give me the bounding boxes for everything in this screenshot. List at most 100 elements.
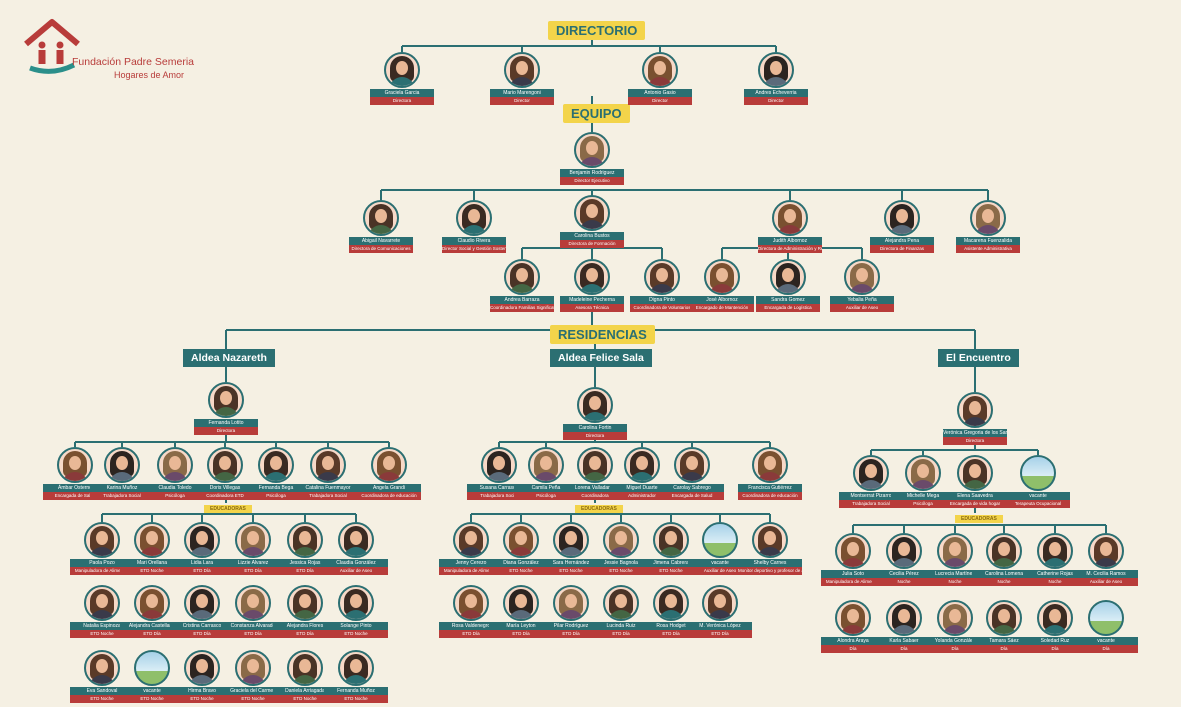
person-name: Carolina Lomena [972,570,1036,578]
house-logo-icon [24,19,80,74]
person-photo-icon [624,447,660,483]
person-role: ETD Día [170,567,234,575]
person-photo-icon [338,650,374,686]
person-role: Coordinadora de Voluntarios [630,304,694,312]
person-card: Verónica Gregoria de los SantosDirectora [938,392,1012,445]
person-name: Eva Sandoval [70,687,134,695]
person-name: Jenny Cerezo [439,559,503,567]
person-name: Miguel Duarte [610,484,674,492]
person-photo-icon [453,585,489,621]
person-name: Hirma Bravo [170,687,234,695]
person-name: Yolanda González [923,637,987,645]
person-name: Lizzie Alvarez [221,559,285,567]
person-photo-icon [184,522,220,558]
person-name: Carolay Sabrego [660,484,724,492]
person-photo-icon [957,392,993,428]
person-name: Claudia González [324,559,388,567]
person-role: Director [490,97,554,105]
person-photo-icon [937,533,973,569]
person-name: vacante [688,559,752,567]
person-role: Trabajadora Social [90,492,154,500]
person-role: Trabajadora Social [467,492,531,500]
person-photo-icon [338,585,374,621]
person-role: ETD Día [639,630,703,638]
person-photo-icon [504,259,540,295]
person-name: Montserrat Pizarro [839,492,903,500]
person-name: vacante [1074,637,1138,645]
person-name: Lorena Valladares [563,484,627,492]
person-role: ETD Día [539,630,603,638]
person-name: Ámbar Osterno [43,484,107,492]
person-photo-icon [456,200,492,236]
person-role: ETD Día [170,630,234,638]
person-photo-icon [603,585,639,621]
badge-educadoras-nazareth: EDUCADORAS [204,505,252,513]
badge-educadoras-encuentro: EDUCADORAS [955,515,1003,523]
person-role: Director [744,97,808,105]
person-photo-icon [704,259,740,295]
person-name: Jimena Cabrera [639,559,703,567]
person-name: Antonio Gasio [628,89,692,97]
person-role: Directora [194,427,258,435]
person-name: Rosa Hodget [639,622,703,630]
person-name: Michelle Mega [891,492,955,500]
person-role: ETD Noche [589,567,653,575]
person-role: Coordinadora Familias Significativas [490,304,554,312]
person-name: Verónica Gregoria de los Santos [943,429,1007,437]
person-role: Coordinadora de educación [357,492,421,500]
vacancy-photo-icon [702,522,738,558]
person-name: José Albornoz [690,296,754,304]
person-name: Mario Marengoni [490,89,554,97]
person-name: Andrea Barraza [490,296,554,304]
person-name: Fernanda Muñoz [324,687,388,695]
person-photo-icon [772,200,808,236]
person-role: Día [972,645,1036,653]
person-photo-icon [207,447,243,483]
logo-subtitle: Hogares de Amor [114,70,185,80]
person-photo-icon [574,195,610,231]
person-role: Auxiliar de Aseo [1074,578,1138,586]
person-photo-icon [310,447,346,483]
person-role: Directora de Comunicaciones [349,245,413,253]
person-role: Noche [923,578,987,586]
vacancy-photo-icon [1020,455,1056,491]
person-name: Graciela del Carmen [221,687,285,695]
person-photo-icon [957,455,993,491]
section-residencias: RESIDENCIAS [550,325,655,344]
person-role: Coordinadora [563,492,627,500]
person-name: Tamara Sáez [972,637,1036,645]
person-name: vacante [120,687,184,695]
person-photo-icon [937,600,973,636]
person-photo-icon [528,447,564,483]
person-photo-icon [503,585,539,621]
person-photo-icon [886,600,922,636]
person-photo-icon [702,585,738,621]
person-role: ETD Noche [120,695,184,703]
person-photo-icon [653,585,689,621]
